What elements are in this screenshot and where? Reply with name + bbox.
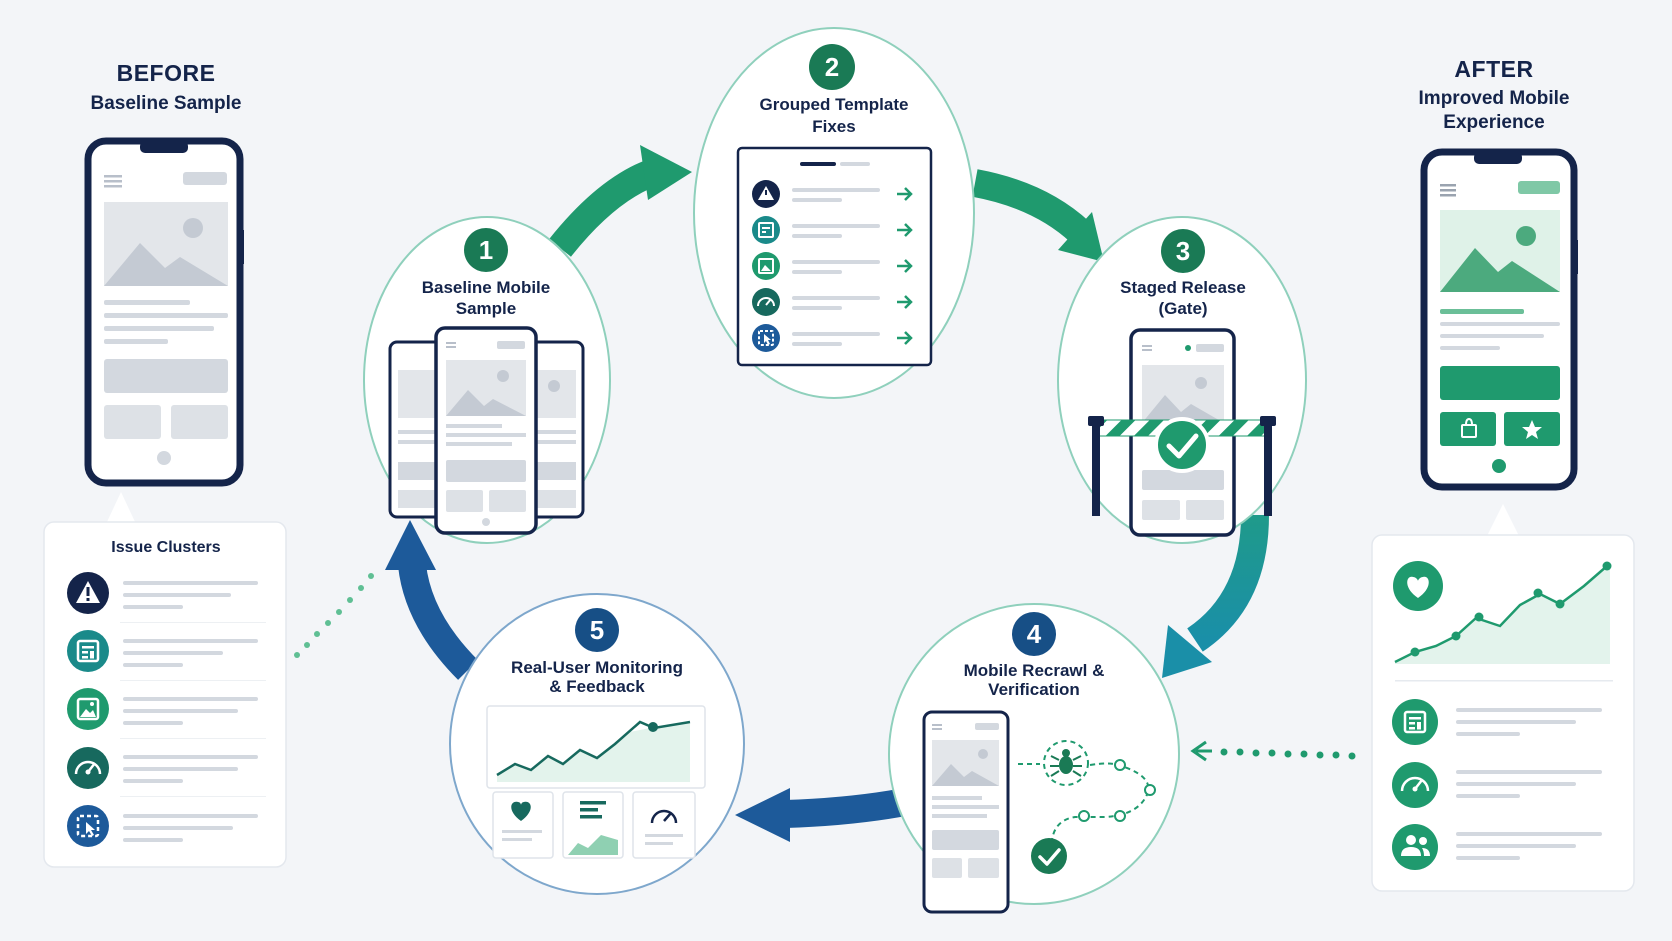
after-title: AFTER xyxy=(1454,56,1534,82)
before-title: BEFORE xyxy=(116,60,216,86)
step-5-title-line2: & Feedback xyxy=(549,677,645,696)
step-1-phones xyxy=(388,326,585,535)
before-subtitle: Baseline Sample xyxy=(90,93,242,114)
result-row-template xyxy=(1392,699,1602,745)
after-subtitle-line1: Improved Mobile xyxy=(1418,88,1570,109)
step-1-number: 1 xyxy=(478,235,494,265)
step-5-title-line1: Real-User Monitoring xyxy=(511,658,683,677)
issue-clusters-title: Issue Clusters xyxy=(111,539,221,556)
step-3-title-line1: Staged Release xyxy=(1120,278,1246,297)
issue-row-speed xyxy=(67,747,266,797)
arrow-3-to-4 xyxy=(1162,514,1269,678)
dotted-connector-left xyxy=(294,573,374,658)
step-3-title-line2: (Gate) xyxy=(1158,299,1208,318)
step-5-number: 5 xyxy=(589,615,605,645)
arrow-5-to-1 xyxy=(385,520,479,680)
step-3-number: 3 xyxy=(1175,236,1191,266)
step-1-title-line1: Baseline Mobile xyxy=(421,278,551,297)
results-panel xyxy=(1371,504,1635,892)
issue-row-template xyxy=(67,630,266,681)
results-trend-chart xyxy=(1394,561,1612,664)
result-row-users xyxy=(1392,824,1602,870)
issue-row-tap-target xyxy=(67,805,258,847)
step-1-title-line2: Sample xyxy=(455,299,517,318)
release-gate xyxy=(1088,416,1276,516)
monitoring-dashboard xyxy=(486,705,706,859)
step-2-title-line2: Fixes xyxy=(812,117,856,136)
step-5-node xyxy=(449,593,745,895)
arrow-4-to-5 xyxy=(735,788,908,842)
crawler-path xyxy=(1018,740,1156,874)
step-1-node xyxy=(363,216,611,544)
after-phone xyxy=(1420,148,1578,491)
arrow-2-to-3 xyxy=(972,169,1104,262)
step-4-node xyxy=(888,603,1180,914)
issue-row-image xyxy=(67,688,266,739)
step-4-number: 4 xyxy=(1026,619,1042,649)
step-2-title-line1: Grouped Template xyxy=(759,95,909,114)
after-subtitle-line2: Experience xyxy=(1443,112,1545,133)
result-heart xyxy=(1393,561,1443,611)
step-3-node xyxy=(1057,216,1307,544)
issue-clusters-panel xyxy=(43,492,287,868)
before-phone xyxy=(84,137,244,487)
step-2-number: 2 xyxy=(824,52,840,82)
step-2-node xyxy=(693,27,975,399)
arrow-1-to-2 xyxy=(549,145,692,257)
issue-row-warning xyxy=(67,572,266,623)
dotted-connector-right xyxy=(1190,740,1356,762)
step-4-title-line1: Mobile Recrawl & xyxy=(963,661,1105,680)
step-4-title-line2: Verification xyxy=(988,680,1080,699)
recrawl-phone xyxy=(922,710,1010,914)
result-row-speed xyxy=(1392,762,1602,808)
template-fix-list xyxy=(736,146,933,367)
